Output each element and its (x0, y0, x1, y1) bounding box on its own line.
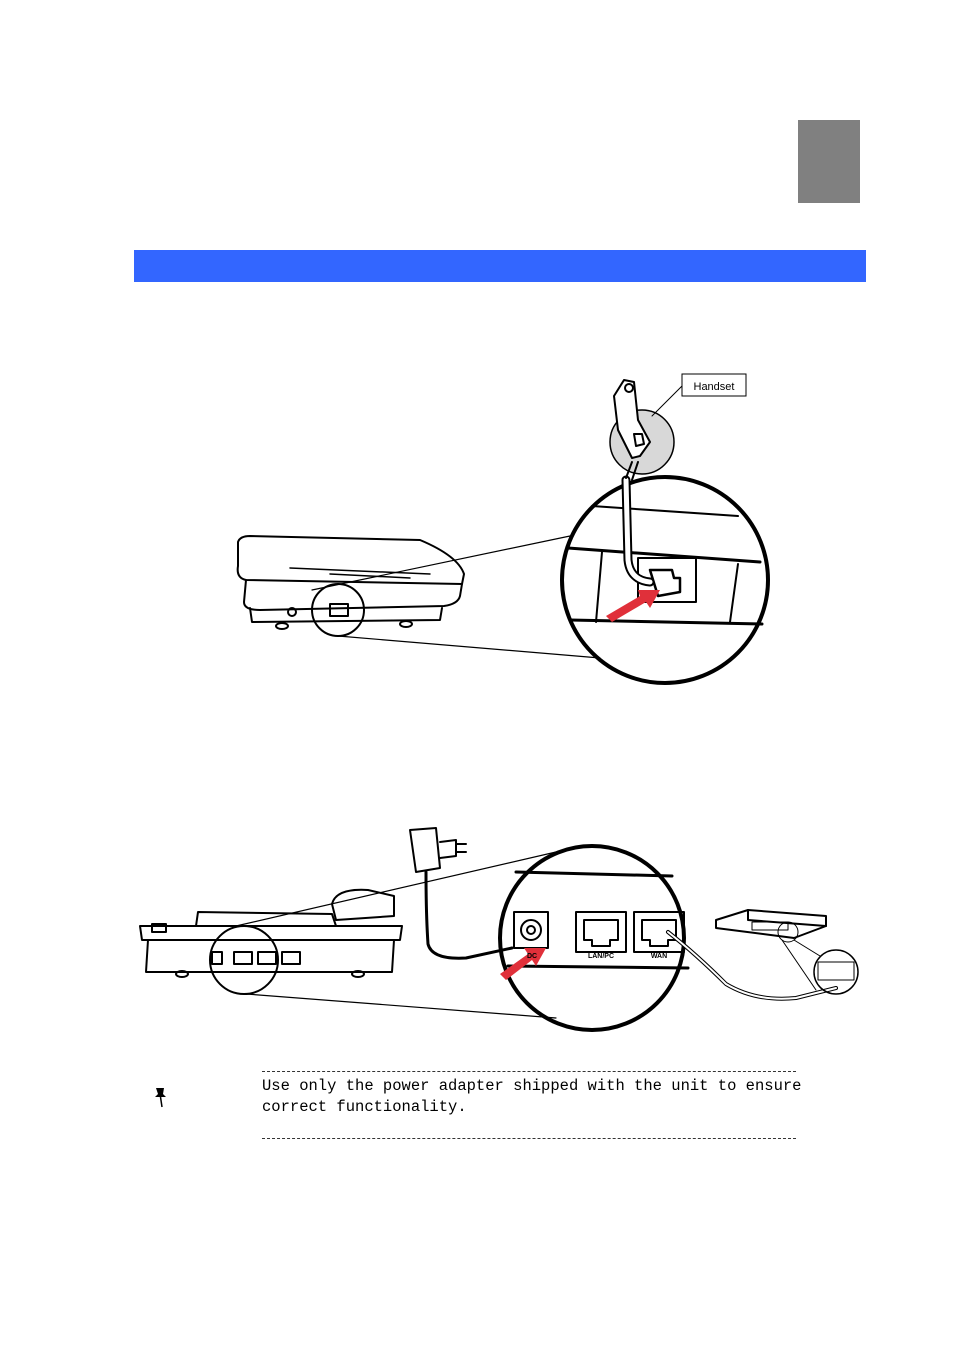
rear-detail-marker-circle (209, 925, 279, 995)
lan-port (575, 911, 627, 953)
zoom-circle (560, 475, 770, 685)
handset-connection-figure: Handset (236, 373, 770, 685)
phone-rear-view (139, 888, 403, 978)
dc-port-label: DC (527, 953, 537, 960)
network-power-connection-figure: DC LAN/PC WAN (139, 827, 859, 1032)
handset-callout-label: Handset (694, 381, 735, 393)
dc-port (513, 911, 549, 949)
section-header-bar (134, 250, 866, 282)
power-adapter (409, 827, 514, 960)
note-text: Use only the power adapter shipped with … (262, 1077, 802, 1116)
phone-side-view (236, 535, 465, 630)
handset-callout-box (681, 373, 747, 397)
note-bottom-rule (262, 1138, 796, 1139)
chapter-tab (798, 120, 860, 203)
detail-marker-circle (311, 583, 365, 637)
note-top-rule (262, 1071, 796, 1072)
wan-port (633, 911, 685, 953)
switch-zoom-circle (813, 949, 859, 995)
network-switch (715, 909, 859, 995)
pushpin-icon (155, 1088, 166, 1108)
lan-port-label: LAN/PC (588, 953, 614, 960)
wan-port-label: WAN (651, 953, 667, 960)
